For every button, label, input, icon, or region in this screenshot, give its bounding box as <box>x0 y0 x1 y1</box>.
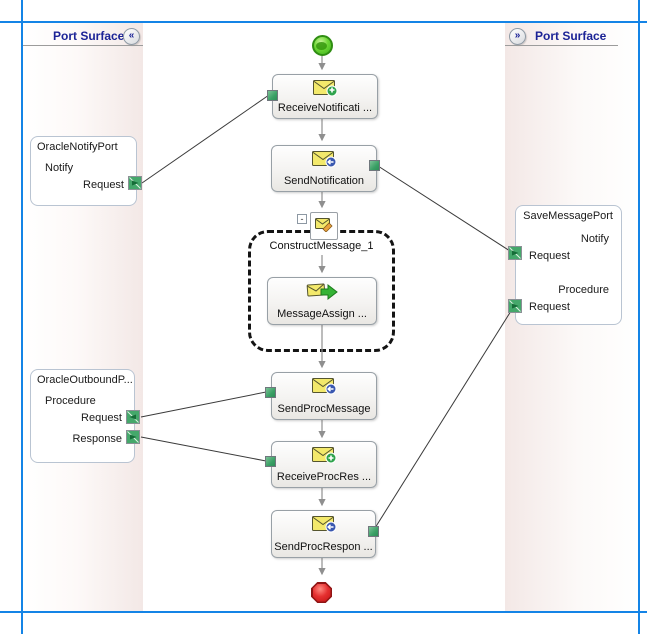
shape-message-assign[interactable]: MessageAssign ... <box>267 277 377 325</box>
port-oracle-outbound-request[interactable] <box>126 410 140 424</box>
operation-label: Procedure <box>45 395 96 407</box>
shape-send-proc-respon[interactable]: SendProcRespon ... <box>271 510 376 558</box>
receive-message-icon <box>273 78 377 103</box>
shape-label: SendProcMessage <box>277 403 371 415</box>
right-panel-title: Port Surface <box>535 29 607 43</box>
portbox-save-message[interactable]: SaveMessagePort Notify Request Procedure… <box>515 205 622 325</box>
canvas-border-right <box>638 0 640 634</box>
port-save-message-procedure-request[interactable] <box>508 299 522 313</box>
shape-receive-notification[interactable]: ReceiveNotificati ... <box>272 74 378 119</box>
port-connector-send-proc-message[interactable] <box>265 387 276 398</box>
message-assign-icon <box>268 281 376 306</box>
request-label: Request <box>83 179 124 191</box>
portbox-oracle-outbound[interactable]: OracleOutboundP... Procedure Request Res… <box>30 369 135 463</box>
canvas-border-top <box>0 21 647 23</box>
collapse-minus-icon[interactable]: - <box>297 214 307 224</box>
port-title: OracleNotifyPort <box>37 141 118 153</box>
port-connector-receive-proc-res[interactable] <box>265 456 276 467</box>
send-message-icon <box>272 514 375 539</box>
port-title: OracleOutboundP... <box>37 374 133 386</box>
port-oracle-notify-request[interactable] <box>128 176 142 190</box>
request-label: Request <box>529 250 570 262</box>
receive-message-icon <box>272 445 376 470</box>
operation-label: Procedure <box>558 284 609 296</box>
request-label: Request <box>81 412 122 424</box>
port-save-message-notify-request[interactable] <box>508 246 522 260</box>
send-message-icon <box>272 149 376 174</box>
portbox-oracle-notify[interactable]: OracleNotifyPort Notify Request <box>30 136 137 206</box>
left-port-surface-panel: Port Surface « <box>23 23 143 611</box>
canvas-border-left <box>21 0 23 634</box>
left-panel-separator <box>23 45 143 46</box>
operation-label: Notify <box>580 233 609 245</box>
canvas-border-bottom <box>0 611 647 613</box>
start-shape[interactable] <box>312 35 333 56</box>
right-panel-separator <box>505 45 618 46</box>
collapse-left-icon[interactable]: « <box>123 28 140 45</box>
shape-send-notification[interactable]: SendNotification <box>271 145 377 192</box>
operation-label: Notify <box>45 162 74 174</box>
expand-right-icon[interactable]: » <box>509 28 526 45</box>
shape-label: MessageAssign ... <box>277 308 367 320</box>
port-title: SaveMessagePort <box>523 210 613 222</box>
shape-label: ReceiveNotificati ... <box>277 102 373 114</box>
end-shape[interactable] <box>311 582 332 603</box>
construct-message-icon <box>314 216 334 237</box>
shape-label: SendNotification <box>283 175 365 187</box>
request-label: Request <box>529 301 570 313</box>
shape-receive-proc-res[interactable]: ReceiveProcRes ... <box>271 441 377 488</box>
port-connector-receive-notification[interactable] <box>267 90 278 101</box>
shape-label: SendProcRespon ... <box>274 541 373 553</box>
send-message-icon <box>272 376 376 401</box>
construct-message-shape[interactable] <box>310 212 338 240</box>
port-connector-send-notification[interactable] <box>369 160 380 171</box>
port-oracle-outbound-response[interactable] <box>126 430 140 444</box>
construct-message-label: ConstructMessage_1 <box>269 240 374 252</box>
left-panel-title: Port Surface <box>53 29 125 43</box>
port-connector-send-proc-respon[interactable] <box>368 526 379 537</box>
shape-label: ReceiveProcRes ... <box>276 471 372 483</box>
shape-send-proc-message[interactable]: SendProcMessage <box>271 372 377 420</box>
response-label: Response <box>72 433 122 445</box>
